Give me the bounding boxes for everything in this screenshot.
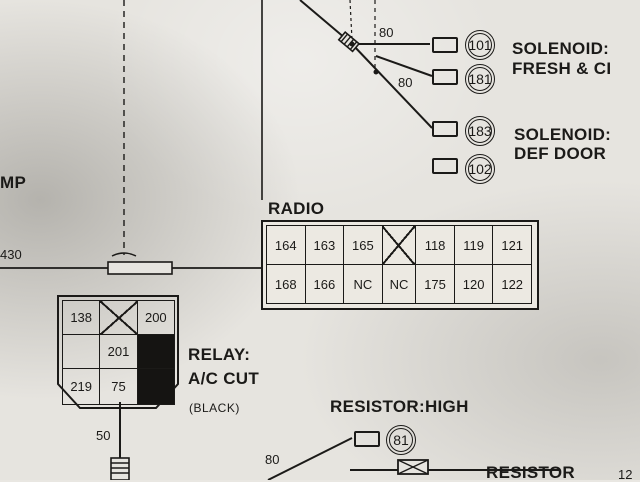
terminal-101 <box>432 37 458 53</box>
resistor-bottom-title: RESISTOR <box>486 463 575 482</box>
wire-to-183 <box>351 43 433 129</box>
terminal-81 <box>354 431 380 447</box>
wire-label-80-mid: 80 <box>398 75 413 90</box>
resistor-high-title: RESISTOR:HIGH <box>330 397 469 416</box>
dashed-top-2 <box>349 0 353 41</box>
relay-title-2: A/C CUT <box>188 369 260 388</box>
radio-pin-118: 118 <box>415 225 455 265</box>
pin-circle-102: 102 <box>465 154 495 184</box>
radio-pin-121: 121 <box>492 225 532 265</box>
terminal-183 <box>432 121 458 137</box>
terminal-181 <box>432 69 458 85</box>
radio-pin-blank <box>381 225 417 265</box>
radio-pin-163: 163 <box>304 225 345 265</box>
radio-title: RADIO <box>268 199 325 218</box>
relay-color-note: (BLACK) <box>189 401 240 415</box>
terminal-102 <box>432 158 458 174</box>
pin-circle-183: 183 <box>465 116 495 146</box>
relay-title-1: RELAY: <box>188 345 251 364</box>
pin-circle-81: 81 <box>386 425 416 455</box>
wire-label-430: 430 <box>0 247 22 262</box>
wire-harness-sleeve <box>107 261 173 275</box>
relay-pin-219: 219 <box>61 368 101 405</box>
radio-pin-nc-2: NC <box>381 264 417 304</box>
wire-label-80-top: 80 <box>379 25 394 40</box>
splice-hatch <box>337 31 361 53</box>
junction-dot <box>373 69 379 75</box>
solenoid-fresh-title-2: FRESH & CI <box>512 59 612 78</box>
radio-connector-grid: 164 163 165 118 119 121 168 166 NC NC 17… <box>266 225 532 304</box>
radio-pin-175: 175 <box>415 264 455 304</box>
solenoid-def-title-2: DEF DOOR <box>514 144 607 163</box>
wire-to-81 <box>267 437 353 480</box>
connector-arc <box>111 252 137 257</box>
relay-pin-200: 200 <box>136 300 176 335</box>
radio-pin-168: 168 <box>266 264 306 304</box>
resistor-bottom-extra: 12 <box>618 467 633 482</box>
splice-hatch-bottom <box>110 457 130 480</box>
wire-label-80-bottom: 80 <box>265 452 280 467</box>
radio-pin-120: 120 <box>453 264 494 304</box>
radio-pin-122: 122 <box>492 264 532 304</box>
relay-housing <box>57 295 179 409</box>
pin-circle-181: 181 <box>465 64 495 94</box>
radio-pin-119: 119 <box>453 225 494 265</box>
radio-pin-164: 164 <box>266 225 306 265</box>
wire-to-181 <box>375 55 433 77</box>
radio-pin-nc-1: NC <box>343 264 383 304</box>
wire-label-50: 50 <box>96 428 111 443</box>
left-cut-label: MP <box>0 173 27 192</box>
pin-circle-101: 101 <box>465 30 495 60</box>
relay-connector-grid: 138 200 201 219 75 <box>61 300 176 405</box>
junction-dot <box>349 41 355 47</box>
relay-pin-filled <box>136 334 176 369</box>
relay-pin-138: 138 <box>61 300 101 335</box>
solenoid-fresh-title-1: SOLENOID: <box>512 39 610 58</box>
relay-pin-75: 75 <box>99 368 138 405</box>
relay-pin-filled-2 <box>136 368 176 405</box>
relay-pin-201: 201 <box>99 334 138 369</box>
relay-cell-empty-left <box>61 334 101 369</box>
relay-pin-blank <box>99 300 138 335</box>
radio-pin-165: 165 <box>343 225 383 265</box>
radio-pin-166: 166 <box>304 264 345 304</box>
solenoid-def-title-1: SOLENOID: <box>514 125 612 144</box>
